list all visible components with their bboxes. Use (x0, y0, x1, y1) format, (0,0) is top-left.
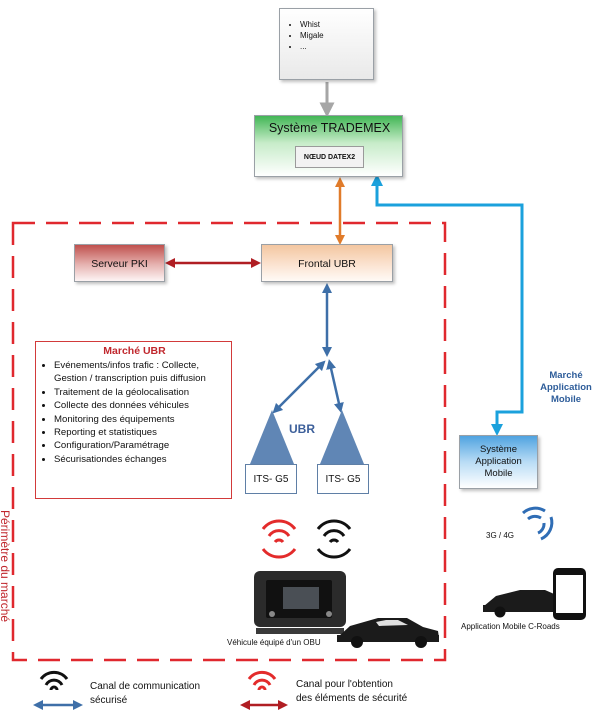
system-app-line: Application (475, 456, 522, 467)
marche-ubr-item: Traitement de la géolocalisation (54, 386, 229, 399)
antenna-left-icon (250, 410, 294, 464)
its-g5-box-left: ITS- G5 (245, 464, 297, 494)
source-item: ... (300, 41, 373, 52)
legend-security-line: Canal pour l'obtention (296, 679, 393, 690)
network-label: 3G / 4G (486, 531, 515, 540)
legend-secure-line: sécurisé (90, 695, 128, 706)
legend-security-line: des éléments de sécurité (296, 693, 408, 704)
phone-icon (553, 568, 586, 620)
system-app-box: Système Application Mobile (459, 435, 538, 489)
legend-secure: Canal de communication sécurisé (90, 680, 200, 708)
marche-ubr-item: Monitoring des équipements (54, 413, 229, 426)
legend-secure-wifi-icon (39, 670, 69, 691)
vehicle-caption: Véhicule équipé d'un OBU (227, 638, 321, 647)
secure-wifi-icon (316, 519, 352, 559)
antenna-right-icon (320, 410, 364, 464)
data-sources-box: Whist Migale ... (279, 8, 374, 80)
legend-security-wifi-icon (247, 670, 277, 691)
marche-ubr-box: Marché UBR Evénements/infos trafic : Col… (35, 341, 232, 499)
legend-secure-line: Canal de communication (90, 681, 201, 692)
datex2-node-box: NŒUD DATEX2 (295, 146, 364, 168)
perimeter-frame (11, 221, 447, 662)
pki-server-box: Serveur PKI (74, 244, 165, 282)
vehicle-car-icon (337, 618, 439, 648)
marche-app-line: Mobile (550, 394, 582, 405)
signal-icon (521, 506, 554, 541)
perimeter-label: Périmètre du marché (0, 510, 12, 623)
ubr-link-left (272, 360, 326, 414)
source-item: Whist (300, 19, 373, 30)
ubr-label: UBR (289, 422, 315, 436)
marche-app-label: Marché Application Mobile (531, 370, 601, 406)
marche-ubr-list: Evénements/infos trafic : Collecte, Gest… (36, 359, 229, 466)
marche-ubr-item: Evénements/infos trafic : Collecte, Gest… (54, 359, 229, 386)
trademex-system-box: Système TRADEMEX NŒUD DATEX2 (254, 115, 403, 177)
dashboard-obu-icon (254, 571, 346, 634)
marche-app-line: Application (540, 382, 592, 393)
source-item: Migale (300, 30, 373, 41)
system-app-line: Mobile (484, 468, 513, 479)
system-app-line: Système (480, 444, 517, 455)
phone-caption: Application Mobile C-Roads (461, 622, 560, 631)
marche-app-line: Marché (549, 370, 583, 381)
trademex-title: Système TRADEMEX (268, 121, 391, 135)
app-link (371, 174, 524, 436)
legend-security: Canal pour l'obtention des éléments de s… (296, 678, 407, 706)
marche-ubr-item: Reporting et statistiques (54, 426, 229, 439)
sources-list: Whist Migale ... (280, 9, 373, 52)
its-g5-box-right: ITS- G5 (317, 464, 369, 494)
security-wifi-icon (261, 519, 297, 559)
ubr-link-right (326, 359, 344, 413)
marche-ubr-item: Sécurisationdes échanges (54, 453, 229, 466)
marche-ubr-item: Collecte des données véhicules (54, 399, 229, 412)
marche-ubr-item: Configuration/Paramétrage (54, 439, 229, 452)
frontal-ubr-box: Frontal UBR (261, 244, 393, 282)
marche-ubr-title: Marché UBR (103, 345, 166, 357)
